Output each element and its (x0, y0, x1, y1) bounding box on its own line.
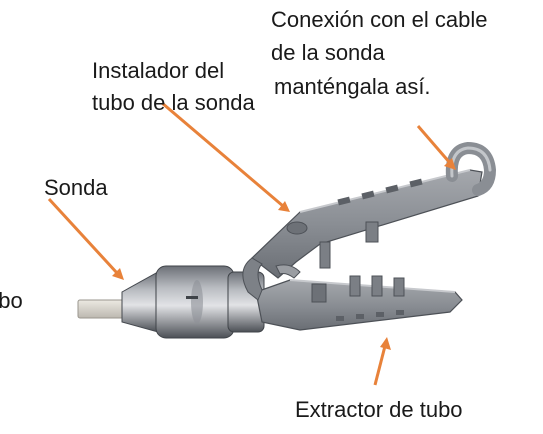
label-conexion-line1: Conexión con el cable (271, 7, 488, 32)
label-instalador-line2: tubo de la sonda (92, 90, 255, 115)
label-tubo-partial: ubo (0, 288, 23, 313)
clip-lower-arm (255, 275, 463, 331)
probe-tip (77, 299, 127, 319)
probe-cone (121, 271, 159, 333)
label-instalador-line1: Instalador del (92, 58, 225, 83)
label-conexion-line3: manténgala así. (274, 74, 431, 99)
arrow-extractor (373, 337, 391, 386)
clip-upper-arm (251, 169, 483, 279)
arrow-sonda (47, 197, 124, 280)
probe-body (155, 265, 265, 339)
arrow-conexion (416, 125, 456, 170)
label-sonda: Sonda (44, 175, 108, 200)
label-extractor: Extractor de tubo (295, 397, 463, 422)
label-conexion-line2: de la sonda (271, 40, 385, 65)
clip-base-loop (242, 257, 301, 301)
arrow-instalador (161, 101, 290, 212)
